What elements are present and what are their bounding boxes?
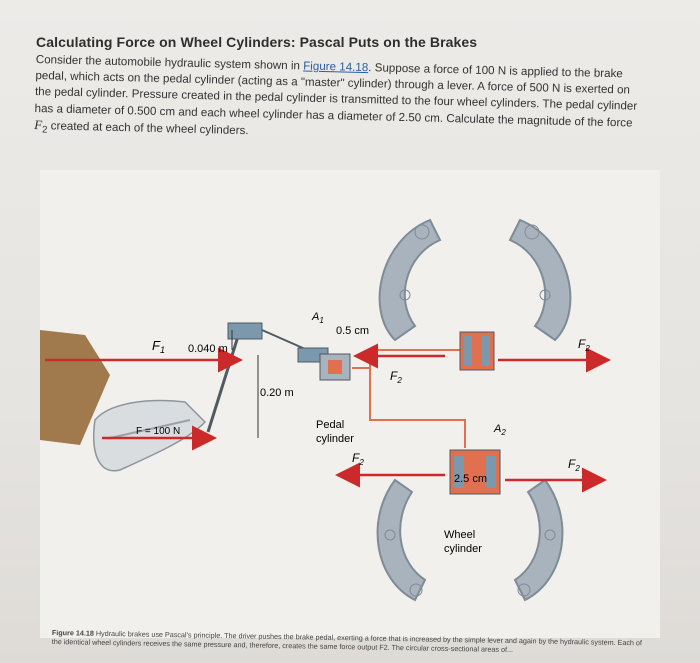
fluid-line [352, 367, 466, 448]
f2-label-lower-left: F2 [352, 451, 364, 467]
f2-label-upper-right: F2 [578, 337, 590, 353]
lower-wheel-cylinder [449, 449, 501, 495]
f1-label: F1 [152, 338, 165, 355]
pedal-cylinder-label-2: cylinder [316, 433, 354, 445]
pedal-cylinder [319, 353, 351, 381]
problem-text-3: created at each of the wheel cylinders. [47, 119, 249, 138]
brake-lever [206, 322, 331, 433]
wheel-diameter-label: 2.5 cm [454, 473, 487, 485]
a2-label: A2 [493, 423, 506, 437]
figure-link[interactable]: Figure 14.18 [303, 59, 369, 75]
wheel-cylinder-label-1: Wheel [444, 529, 475, 541]
figure-14-18: F1 0.040 m 0.20 m F = 100 N A1 0.5 cm Pe… [40, 170, 660, 638]
f2-label-upper-left: F2 [390, 369, 402, 385]
dist-long-label: 0.20 m [260, 387, 294, 399]
page-title: Calculating Force on Wheel Cylinders: Pa… [36, 34, 478, 50]
a1-label: A1 [311, 311, 324, 325]
pedal-diameter-label: 0.5 cm [336, 325, 369, 337]
lower-wheel-brake [376, 478, 564, 602]
wheel-cylinder-label-2: cylinder [444, 543, 482, 555]
upper-wheel-brake [378, 218, 572, 342]
upper-wheel-cylinder [459, 331, 495, 371]
dist-short-label: 0.040 m [188, 343, 228, 355]
fluid-line-upper [369, 349, 460, 368]
f2-label-lower-right: F2 [568, 457, 580, 473]
brake-diagram: F1 0.040 m 0.20 m F = 100 N A1 0.5 cm Pe… [40, 218, 611, 602]
pedal-cylinder-label-1: Pedal [316, 419, 344, 431]
problem-statement: Consider the automobile hydraulic system… [34, 52, 646, 153]
driver-shoe [93, 399, 207, 472]
pedal-force-label: F = 100 N [136, 426, 180, 437]
